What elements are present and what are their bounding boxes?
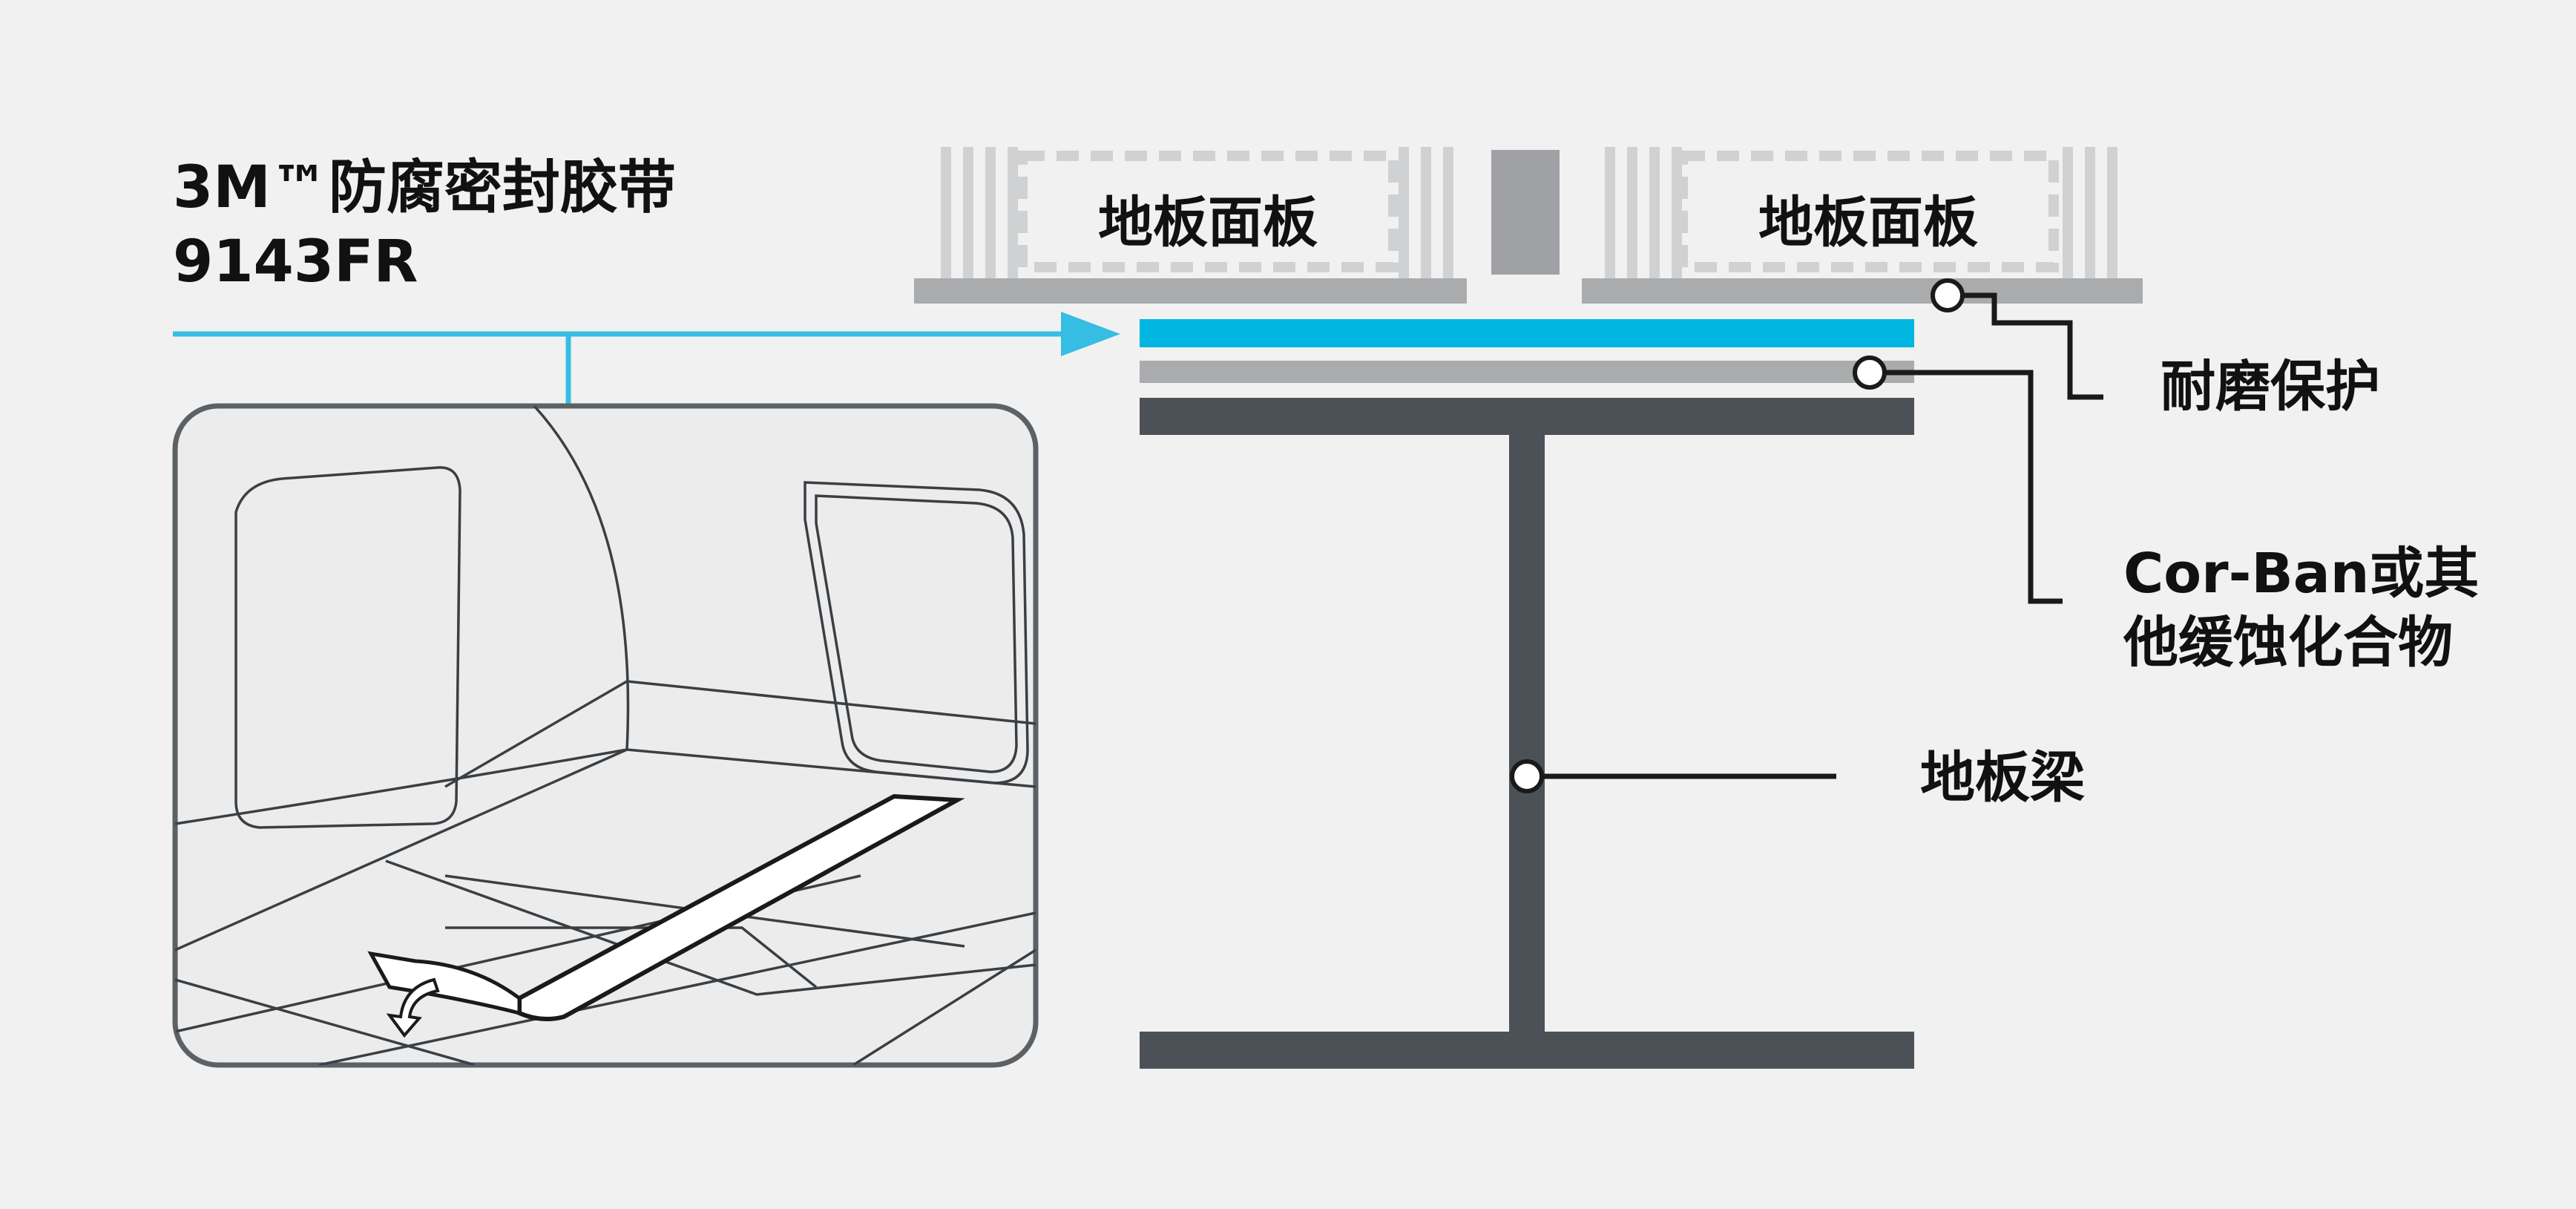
panel-base-left bbox=[914, 278, 1467, 304]
corrosion-inhibitor-label: Cor-Ban或其 他缓蚀化合物 bbox=[2123, 540, 2479, 677]
floor-panel-right bbox=[1582, 147, 2143, 304]
leader-corrosion bbox=[1870, 370, 2063, 604]
callout-leaders bbox=[1527, 292, 2103, 779]
floor-panel-left bbox=[914, 147, 1467, 304]
panel-base-right bbox=[1582, 278, 2143, 304]
product-title: 3M™防腐密封胶带 bbox=[173, 154, 676, 221]
seat-back-right bbox=[804, 481, 1029, 784]
sealing-tape-layer bbox=[1140, 319, 1914, 347]
panel-divider bbox=[1491, 150, 1560, 275]
leader-wear bbox=[1948, 292, 2103, 400]
corrosion-inhibitor-layer bbox=[1140, 361, 1914, 383]
floor-beam-i-section bbox=[1140, 398, 1914, 1069]
panel-ribs-right bbox=[1605, 147, 2117, 288]
corrosion-inhibitor-line-2: 他缓蚀化合物 bbox=[2123, 610, 2453, 675]
arrow-head-right bbox=[1061, 312, 1120, 356]
dot-wear bbox=[1931, 278, 1965, 312]
panel-label-left: 地板面板 bbox=[1098, 191, 1318, 255]
panel-core-left bbox=[1017, 151, 1399, 272]
panel-label-right: 地板面板 bbox=[1758, 191, 1978, 255]
panel-ribs-left bbox=[941, 147, 1453, 288]
floor-beam-label: 地板梁 bbox=[1920, 746, 2085, 810]
cabin-floor-inset bbox=[172, 403, 1039, 1068]
wear-protection-label: 耐磨保护 bbox=[2161, 355, 2380, 419]
panel-core-right bbox=[1678, 151, 2059, 272]
peel-arrow-icon bbox=[386, 977, 440, 1038]
inset-frame bbox=[172, 403, 1039, 1068]
product-code: 9143FR bbox=[173, 229, 418, 295]
leader-dots bbox=[1510, 278, 1965, 793]
dot-beam bbox=[1510, 759, 1544, 793]
seat-back-left bbox=[234, 466, 461, 829]
dot-corrosion bbox=[1853, 356, 1887, 390]
corrosion-inhibitor-line-1: Cor-Ban或其 bbox=[2123, 542, 2480, 606]
tape-strip-illustration bbox=[367, 793, 965, 1038]
